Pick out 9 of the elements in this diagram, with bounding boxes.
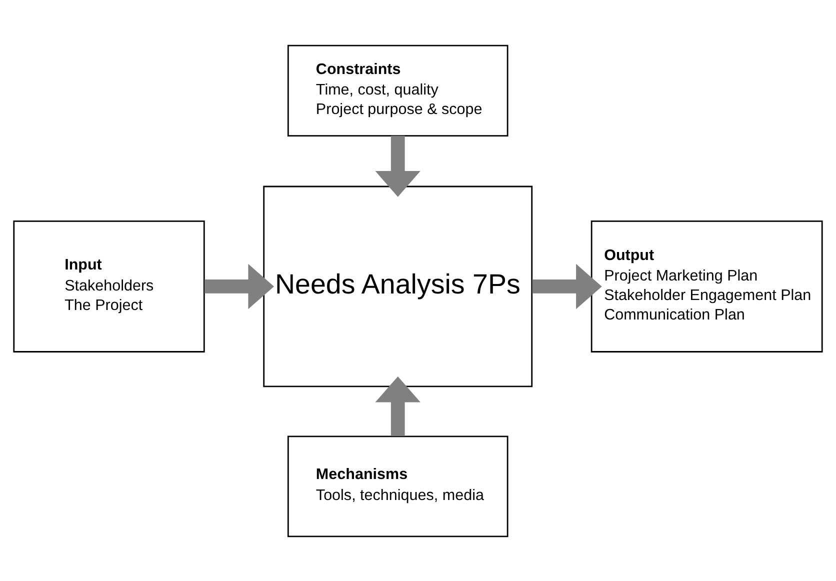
node-box: Constraints Time, cost, quality Project purpose & scope	[287, 44, 508, 136]
arrow	[375, 376, 420, 436]
arrow	[204, 263, 274, 309]
node-box: Output Project Marketing Plan Stakeholder Engagement Plan Communication Plan	[590, 220, 823, 352]
node-box: Mechanisms Tools, techniques, media	[287, 435, 508, 537]
node-box: Input Stakeholders The Project	[13, 220, 205, 352]
node-box: Needs Analysis 7Ps	[263, 185, 533, 387]
arrow	[532, 263, 602, 309]
arrow	[375, 135, 420, 196]
